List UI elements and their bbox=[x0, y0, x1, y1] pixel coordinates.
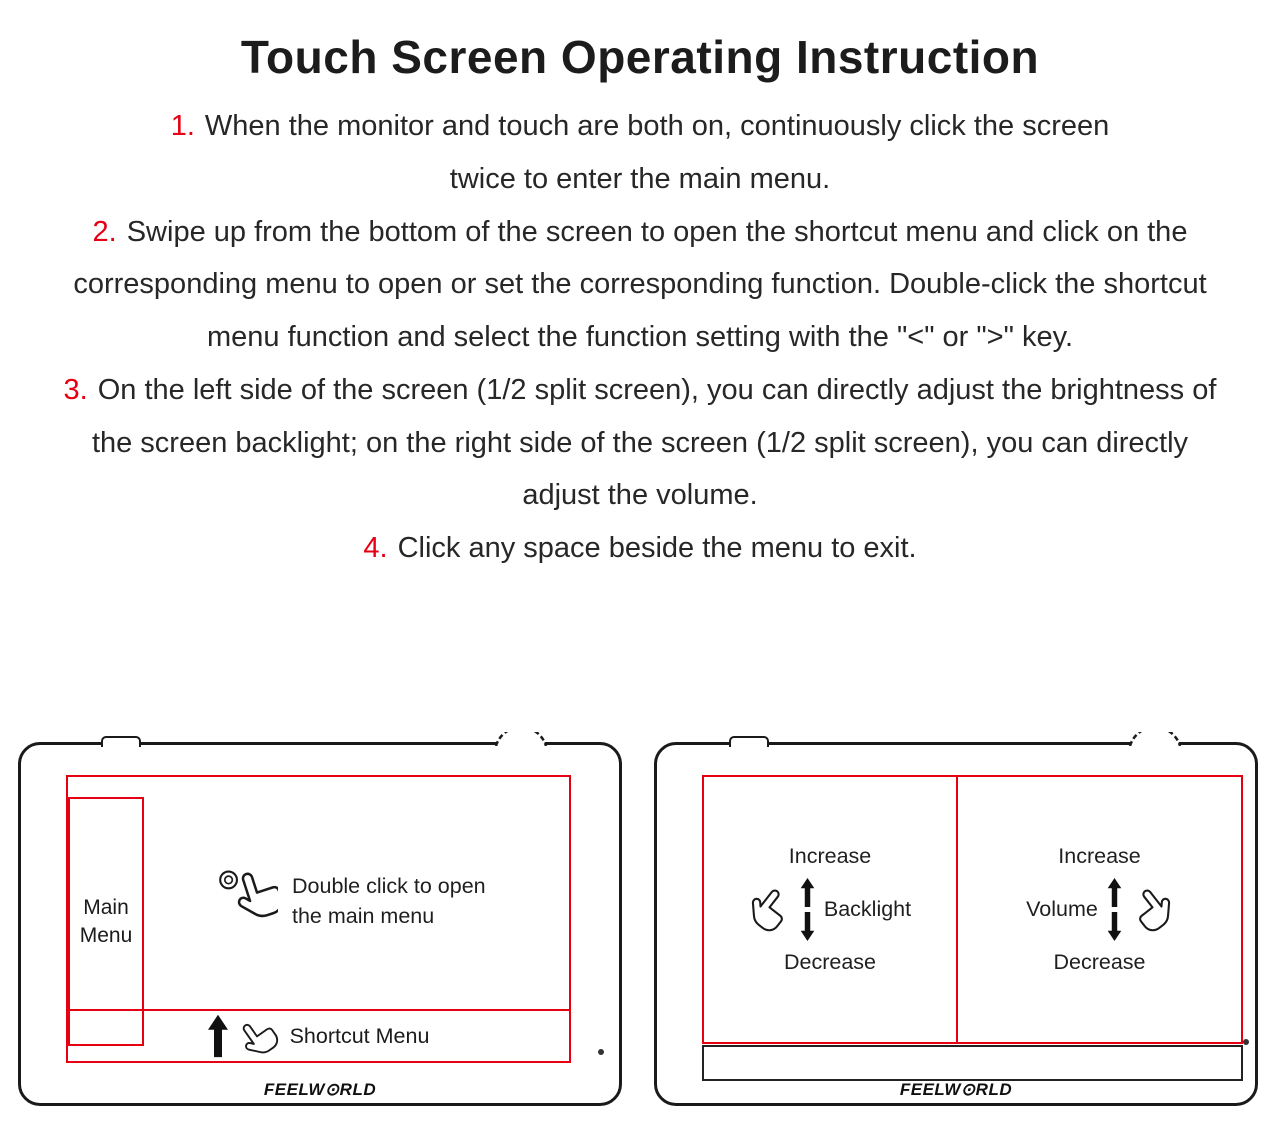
up-arrow-icon bbox=[800, 878, 815, 907]
backlight-label: Backlight bbox=[823, 897, 912, 921]
step-number: 3. bbox=[63, 373, 88, 406]
main-menu-label: Main Menu bbox=[79, 896, 133, 947]
shortcut-menu-label: Shortcut Menu bbox=[289, 1023, 430, 1048]
volume-decrease-label: Decrease bbox=[1053, 950, 1146, 974]
volume-increase-label: Increase bbox=[1058, 844, 1141, 868]
step-text: When the monitor and touch are both on, … bbox=[204, 110, 1110, 195]
backlight-zone: Increase Backlight Decrease bbox=[704, 777, 958, 1042]
right-monitor-frame: Increase Backlight Decrease Increase Vol… bbox=[654, 732, 1258, 1106]
double-click-line1: Double click to open bbox=[292, 874, 486, 898]
pointing-hand-icon bbox=[1122, 880, 1182, 940]
up-arrow-icon bbox=[1107, 878, 1122, 907]
monitor-mount-knob-icon bbox=[1128, 732, 1182, 746]
main-menu-zone: Main Menu bbox=[68, 797, 144, 1046]
power-led-dot bbox=[598, 1049, 604, 1055]
bottom-bar bbox=[702, 1045, 1243, 1081]
instruction-step-3: 3.On the left side of the screen (1/2 sp… bbox=[53, 364, 1228, 522]
pointing-hand-icon bbox=[232, 1009, 285, 1063]
instruction-step-1: 1. When the monitor and touch are both on… bbox=[150, 100, 1130, 206]
brand-logo: FEELW⊙RLD bbox=[263, 1080, 377, 1099]
monitor-top-tab bbox=[101, 736, 141, 747]
volume-controls: Volume bbox=[1026, 878, 1173, 941]
pointing-hand-icon bbox=[740, 880, 800, 940]
step-number: 4. bbox=[363, 532, 388, 565]
page-title: Touch Screen Operating Instruction bbox=[240, 31, 1040, 83]
monitor-top-tab bbox=[729, 736, 769, 747]
monitor-diagrams: Main Menu Double click to open the main … bbox=[18, 732, 1258, 1106]
instruction-step-4: 4. Click any space beside the menu to exi… bbox=[32, 522, 1248, 575]
instruction-list: 1. When the monitor and touch are both on… bbox=[32, 100, 1248, 575]
backlight-increase-label: Increase bbox=[788, 844, 872, 868]
step-text: On the left side of the screen (1/2 spli… bbox=[91, 373, 1217, 512]
backlight-controls: Backlight bbox=[749, 878, 911, 941]
step-number: 1. bbox=[170, 110, 195, 142]
double-tap-icon bbox=[219, 870, 278, 918]
swipe-up-arrow-icon bbox=[208, 1014, 228, 1058]
volume-label: Volume bbox=[1026, 897, 1098, 921]
step-number: 2. bbox=[92, 215, 117, 248]
down-arrow-icon bbox=[800, 912, 815, 941]
left-monitor-screen: Main Menu Double click to open the main … bbox=[66, 775, 571, 1063]
monitor-mount-knob-icon bbox=[494, 732, 548, 746]
volume-zone: Increase Volume Decrease bbox=[958, 777, 1241, 1042]
double-click-line2: the main menu bbox=[292, 904, 435, 929]
step-text: Swipe up from the bottom of the screen t… bbox=[73, 215, 1207, 354]
brand-logo: FEELW⊙RLD bbox=[899, 1080, 1013, 1099]
volume-arrows bbox=[1107, 878, 1122, 941]
backlight-arrows bbox=[800, 878, 815, 941]
instruction-step-2: 2.Swipe up from the bottom of the screen… bbox=[45, 206, 1235, 364]
power-led-dot bbox=[1243, 1039, 1249, 1045]
double-click-text: Double click to open the main menu bbox=[292, 871, 486, 931]
down-arrow-icon bbox=[1107, 912, 1122, 941]
backlight-decrease-label: Decrease bbox=[783, 950, 876, 974]
right-monitor-screen: Increase Backlight Decrease Increase Vol… bbox=[702, 775, 1243, 1044]
shortcut-menu-strip: Shortcut Menu bbox=[66, 1009, 571, 1063]
double-click-hint: Double click to open the main menu bbox=[216, 865, 486, 931]
left-monitor-frame: Main Menu Double click to open the main … bbox=[18, 732, 622, 1106]
step-text: Click any space beside the menu to exit. bbox=[397, 532, 917, 565]
